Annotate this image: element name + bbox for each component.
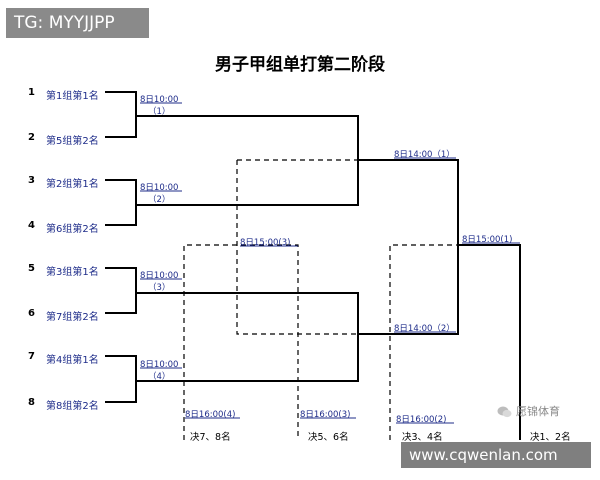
player-slot: 第4组第1名 xyxy=(46,355,99,366)
r1-match1-line xyxy=(105,91,359,226)
final-line xyxy=(458,244,521,440)
placing-label: 决1、2名 xyxy=(530,432,571,443)
match-number: （4） xyxy=(148,372,171,382)
player-slot: 第7组第2名 xyxy=(46,312,99,323)
placing-label: 决7、8名 xyxy=(190,432,231,443)
player-slot: 第6组第2名 xyxy=(46,224,99,235)
wechat-watermark: 愿锦体育 xyxy=(516,405,560,418)
tg-watermark: TG: MYYJJPP xyxy=(6,8,149,38)
player-slot: 第2组第1名 xyxy=(46,179,99,190)
match-number: （3） xyxy=(148,283,171,293)
player-slot: 第1组第1名 xyxy=(46,91,99,102)
match-time: 8日10:00 xyxy=(140,360,179,370)
seed-number: 6 xyxy=(28,308,35,319)
classification-label: 8日15:00(3) xyxy=(240,238,291,248)
seed-number: 7 xyxy=(28,351,35,362)
match-number: （2） xyxy=(148,195,171,205)
placing-time: 8日16:00(3) xyxy=(300,410,351,420)
semi-label: 8日14:00（2） xyxy=(394,324,455,334)
seed-number: 1 xyxy=(28,87,35,98)
player-slot: 第8组第2名 xyxy=(46,401,99,412)
seed-number: 3 xyxy=(28,175,35,186)
seed-number: 8 xyxy=(28,397,35,408)
match-time: 8日10:00 xyxy=(140,271,179,281)
placing-label: 决5、6名 xyxy=(308,432,349,443)
final-label: 8日15:00(1) xyxy=(462,235,513,245)
placing-label: 决3、4名 xyxy=(402,432,443,443)
placing-time: 8日16:00(4) xyxy=(185,410,236,420)
semi-label: 8日14:00（1） xyxy=(394,150,455,160)
placing-time: 8日16:00(2) xyxy=(396,415,447,425)
dashed-box-3 xyxy=(183,244,299,440)
semi-line xyxy=(358,159,459,335)
dashed-box-34 xyxy=(389,244,458,440)
seed-number: 5 xyxy=(28,263,35,274)
player-slot: 第3组第1名 xyxy=(46,267,99,278)
player-slot: 第5组第2名 xyxy=(46,136,99,147)
match-number: （1） xyxy=(148,107,171,117)
site-watermark: www.cqwenlan.com xyxy=(401,442,591,468)
wechat-icon xyxy=(497,403,512,418)
match-time: 8日10:00 xyxy=(140,95,179,105)
page-title: 男子甲组单打第二阶段 xyxy=(215,55,385,75)
seed-number: 4 xyxy=(28,220,35,231)
dashed-box-left xyxy=(236,159,358,335)
seed-number: 2 xyxy=(28,132,35,143)
match-time: 8日10:00 xyxy=(140,183,179,193)
r1-match3-line xyxy=(105,267,359,403)
